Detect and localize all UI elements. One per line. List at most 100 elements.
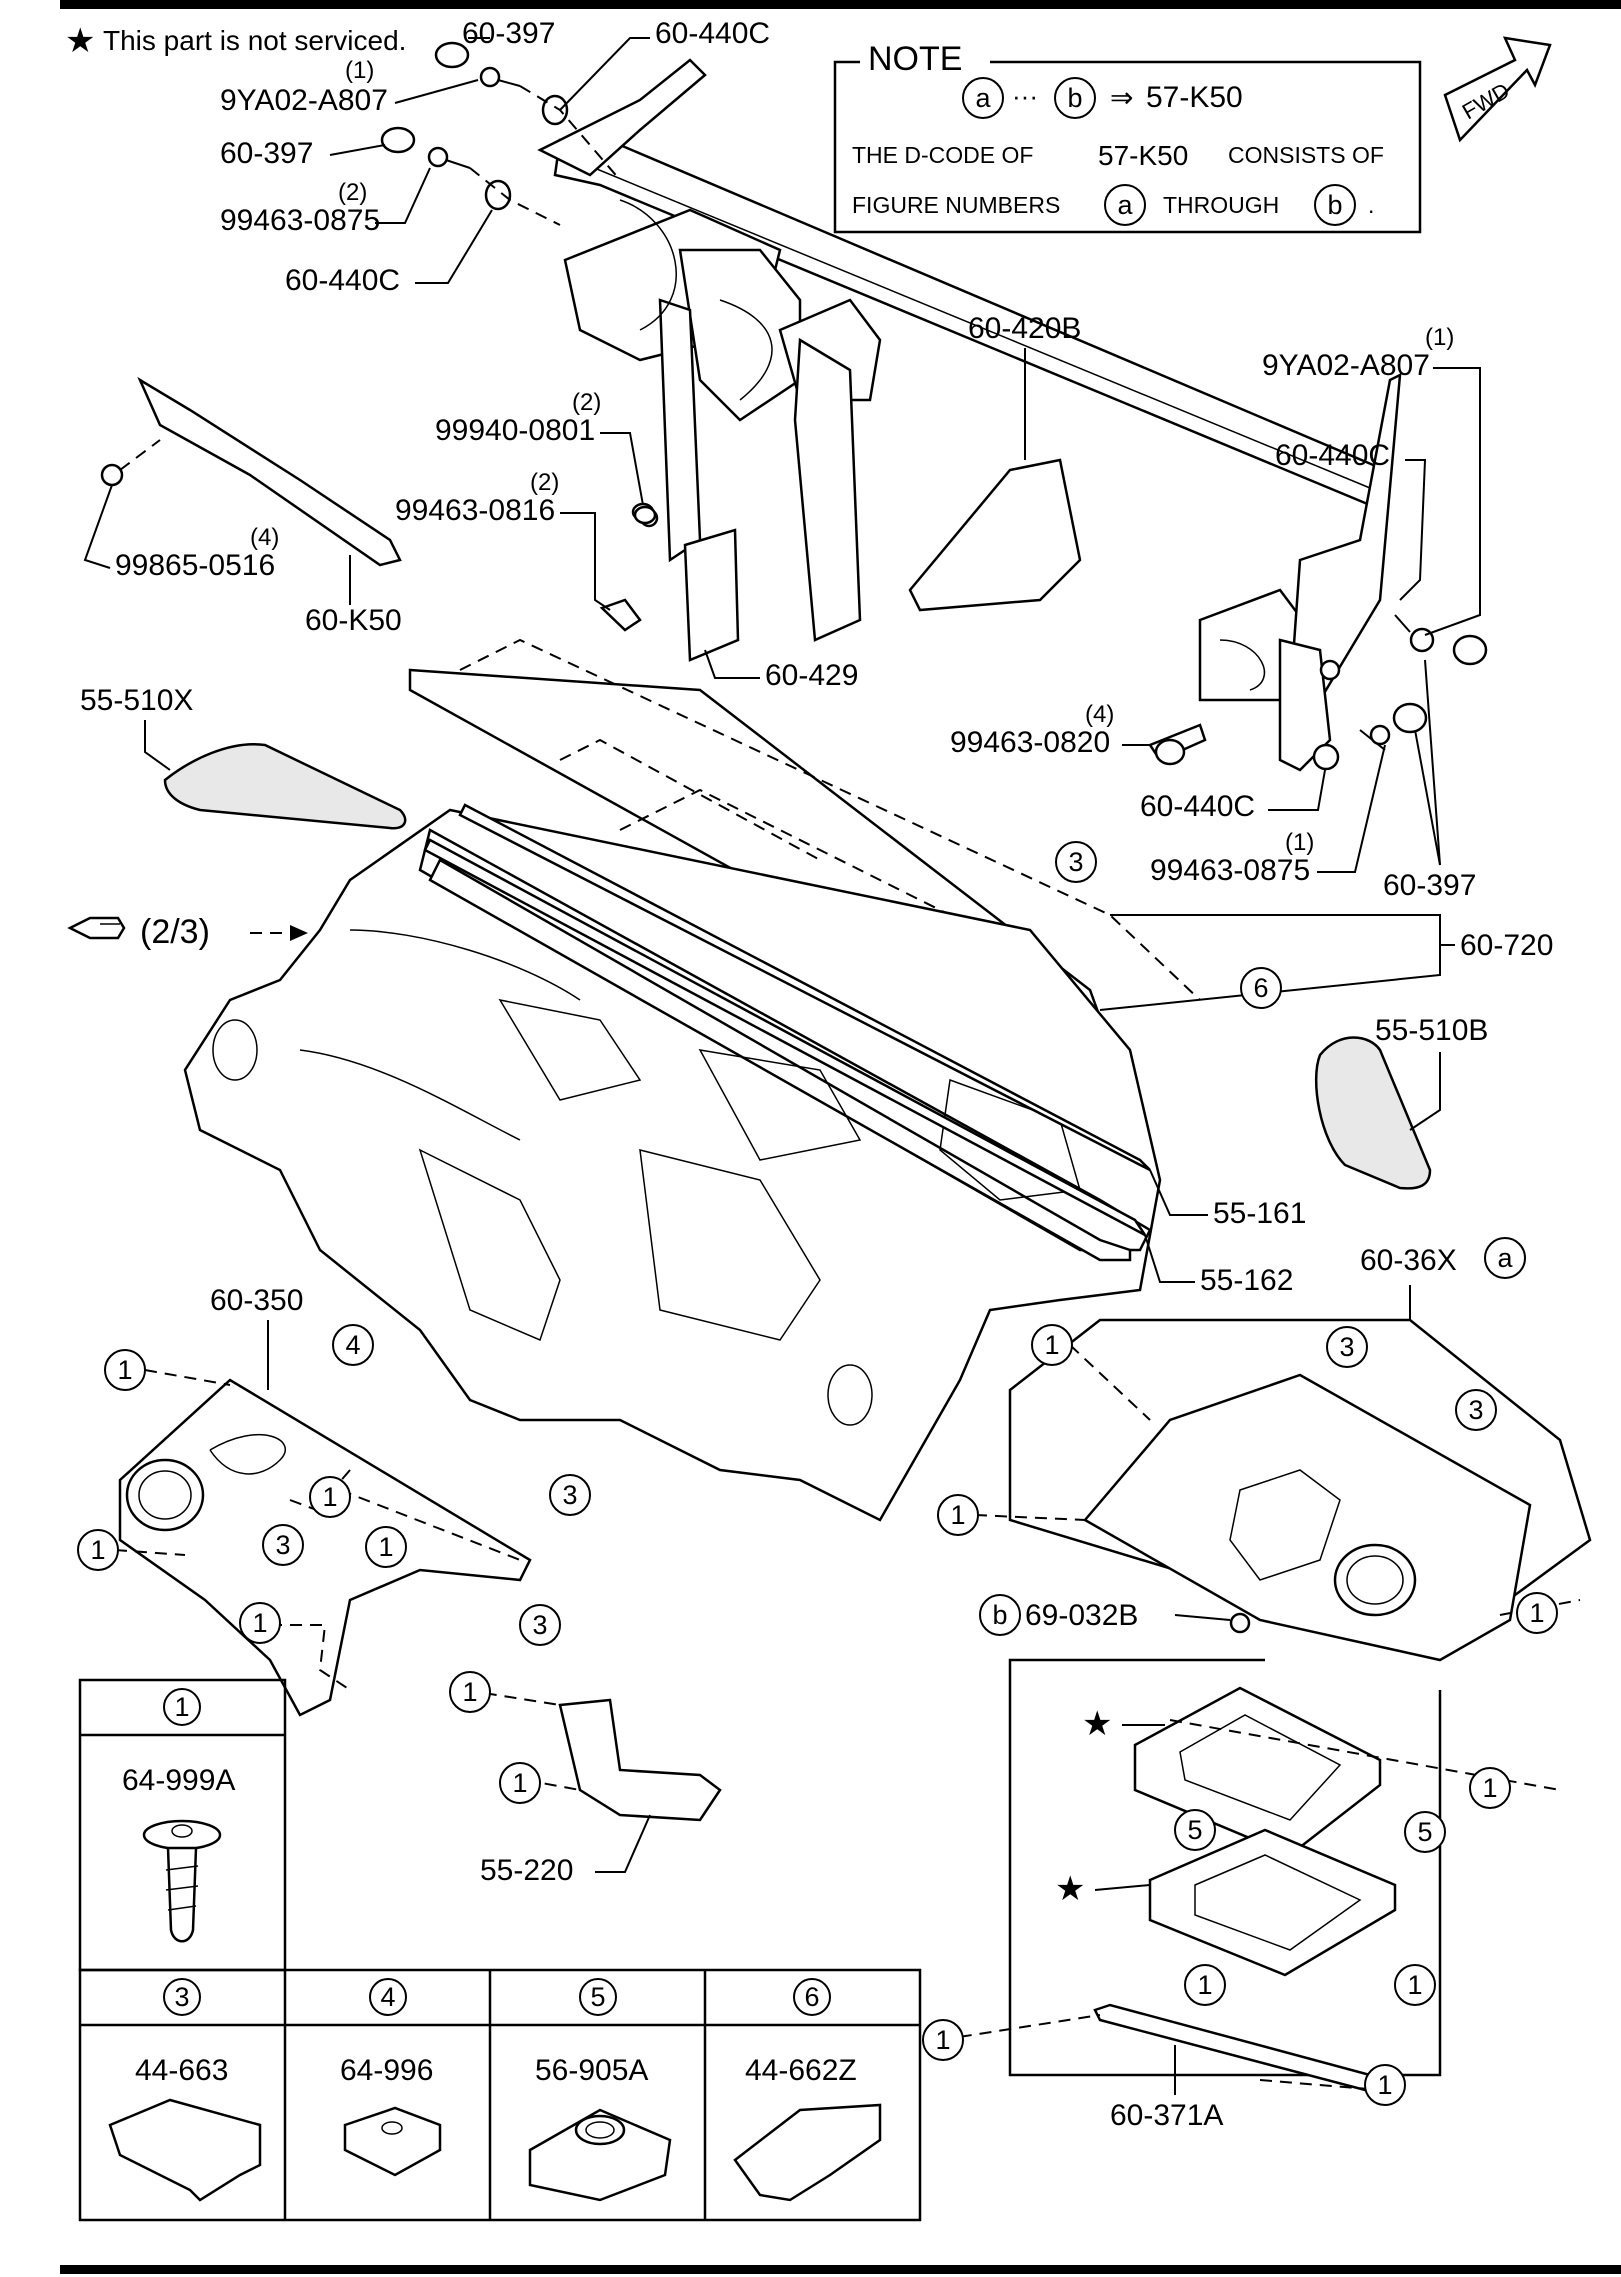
svg-text:99463-0875: 99463-0875 — [220, 204, 380, 237]
table-callout-1: 1 — [174, 1692, 189, 1722]
note-box: NOTE a ··· b ⇒ 57-K50 THE D-CODE OF 57-K… — [833, 40, 1422, 234]
label-55-162: 55-162 — [1144, 1234, 1293, 1297]
grille-55-510B — [1314, 1036, 1432, 1190]
table-part-44-663: 44-663 — [135, 2054, 228, 2087]
svg-text:60-420B: 60-420B — [968, 312, 1081, 345]
callout-1-o: 1 — [1377, 2070, 1392, 2100]
note-range-sep: ··· — [1012, 81, 1038, 111]
label-60-429: 60-429 — [704, 649, 858, 692]
svg-text:60-440C: 60-440C — [285, 264, 400, 297]
not-serviced-star-1: ★ — [1082, 1705, 1112, 1743]
callout-1-c: 1 — [90, 1535, 105, 1565]
callout-3-a: 3 — [1068, 847, 1083, 877]
note-range-to: b — [1067, 83, 1082, 113]
callout-1-m: 1 — [1407, 1970, 1422, 2000]
table-part-64-999A: 64-999A — [122, 1764, 235, 1797]
svg-text:(2): (2) — [572, 389, 601, 416]
fastener-table: 1 64-999A 3 44-663 4 64-996 5 56-905A 6 … — [78, 1678, 922, 2222]
svg-text:(4): (4) — [1085, 701, 1114, 728]
label-69-032B: b 69-032B — [979, 1594, 1231, 1636]
callout-1-h: 1 — [1044, 1330, 1059, 1360]
cross-member-beam — [537, 58, 1402, 772]
callout-1-e: 1 — [252, 1608, 267, 1638]
callout-1-b: 1 — [322, 1482, 337, 1512]
callout-3-c: 3 — [275, 1530, 290, 1560]
svg-text:b: b — [992, 1600, 1007, 1630]
glove-box-60-36X — [1008, 1318, 1592, 1662]
svg-text:60-429: 60-429 — [765, 659, 858, 692]
svg-text:55-510B: 55-510B — [1375, 1014, 1488, 1047]
callout-3-e: 3 — [1339, 1332, 1354, 1362]
callouts: 3 6 1 4 3 1 1 3 1 1 3 1 1 1 3 3 1 1 1 5 … — [77, 841, 1558, 2106]
svg-text:9YA02-A807: 9YA02-A807 — [1262, 349, 1430, 382]
svg-text:55-510X: 55-510X — [80, 684, 193, 717]
clip-64-999A-icon — [142, 1819, 222, 1943]
svg-text:a: a — [1497, 1243, 1513, 1273]
callout-1-f: 1 — [462, 1677, 477, 1707]
label-60-720: 60-720 — [1099, 914, 1553, 1011]
screw-99865-0516 — [100, 463, 124, 487]
callout-1-g: 1 — [512, 1768, 527, 1798]
note-range-from: a — [975, 83, 991, 113]
table-callout-6: 6 — [804, 1982, 819, 2012]
svg-text:60-397: 60-397 — [220, 137, 313, 170]
svg-text:60-440C: 60-440C — [1275, 439, 1390, 472]
callout-4-a: 4 — [345, 1330, 360, 1360]
note-range-arrow: ⇒ — [1110, 82, 1133, 113]
table-part-64-996: 64-996 — [340, 2054, 433, 2087]
label-60-371A: 60-371A — [1110, 2045, 1223, 2132]
label-9YA02-A807-b: (1) 9YA02-A807 — [1262, 324, 1481, 636]
svg-text:9YA02-A807: 9YA02-A807 — [220, 84, 388, 117]
callout-1-i: 1 — [950, 1500, 965, 1530]
label-60-440C-b: 60-440C — [285, 209, 493, 297]
grille-55-510X — [163, 742, 407, 830]
svg-text:60-720: 60-720 — [1460, 929, 1553, 962]
fastener-group-right — [599, 502, 1488, 771]
label-99463-0816: (2) 99463-0816 — [395, 469, 611, 611]
note-range-code: 57-K50 — [1146, 81, 1243, 114]
label-99865-0516: (4) 99865-0516 — [83, 484, 279, 582]
svg-text:(1): (1) — [1425, 324, 1454, 351]
label-55-220: 55-220 — [480, 1814, 651, 1887]
label-60-36X: 60-36X a — [1360, 1237, 1526, 1320]
label-9YA02-A807-a: (1) 9YA02-A807 — [220, 57, 479, 117]
callout-5-b: 5 — [1417, 1817, 1432, 1847]
svg-text:(4): (4) — [250, 524, 279, 551]
not-serviced-star-2: ★ — [1055, 1870, 1085, 1908]
svg-text:(1): (1) — [1285, 829, 1314, 856]
callout-3-d: 3 — [532, 1610, 547, 1640]
callout-1-d: 1 — [378, 1532, 393, 1562]
callout-1-j: 1 — [1529, 1598, 1544, 1628]
svg-text:99463-0820: 99463-0820 — [950, 726, 1110, 759]
callout-1-n: 1 — [935, 2025, 950, 2055]
note-line2-a: a — [1117, 190, 1133, 220]
callout-3-f: 3 — [1468, 1395, 1483, 1425]
nut-56-905A-icon — [528, 2108, 672, 2202]
svg-text:55-161: 55-161 — [1213, 1197, 1306, 1230]
not-serviced-star: ★ — [65, 22, 95, 60]
label-99940-0801: (2) 99940-0801 — [435, 389, 657, 525]
label-60-397-a: 60-397 — [462, 17, 555, 50]
bracket-60-429 — [683, 528, 740, 662]
svg-text:(2): (2) — [338, 179, 367, 206]
label-60-420B: 60-420B — [968, 312, 1081, 460]
fwd-arrow-icon: FWD — [1443, 36, 1552, 143]
callout-1-k: 1 — [1482, 1773, 1497, 1803]
table-callout-4: 4 — [380, 1982, 395, 2012]
svg-text:60-36X: 60-36X — [1360, 1244, 1457, 1277]
label-99463-0820: (4) 99463-0820 — [950, 701, 1150, 759]
label-99463-0875-b: (1) 99463-0875 — [1150, 744, 1386, 887]
svg-text:(2): (2) — [530, 469, 559, 496]
note-line1-pre: THE D-CODE OF — [852, 142, 1033, 168]
note-line2-end: . — [1368, 192, 1374, 218]
svg-text:60-371A: 60-371A — [1110, 2099, 1223, 2132]
label-60-397-b: 60-397 — [220, 137, 386, 170]
svg-text:99463-0816: 99463-0816 — [395, 494, 555, 527]
label-60-440C-a: 60-440C — [559, 17, 770, 111]
bottom-border — [60, 2265, 1621, 2274]
svg-text:60-350: 60-350 — [210, 1284, 303, 1317]
label-99463-0875-a: (2) 99463-0875 — [220, 167, 431, 237]
top-border — [60, 0, 1621, 9]
note-line2-b: b — [1327, 190, 1342, 220]
label-60-440C-c: 60-440C — [1275, 439, 1427, 601]
